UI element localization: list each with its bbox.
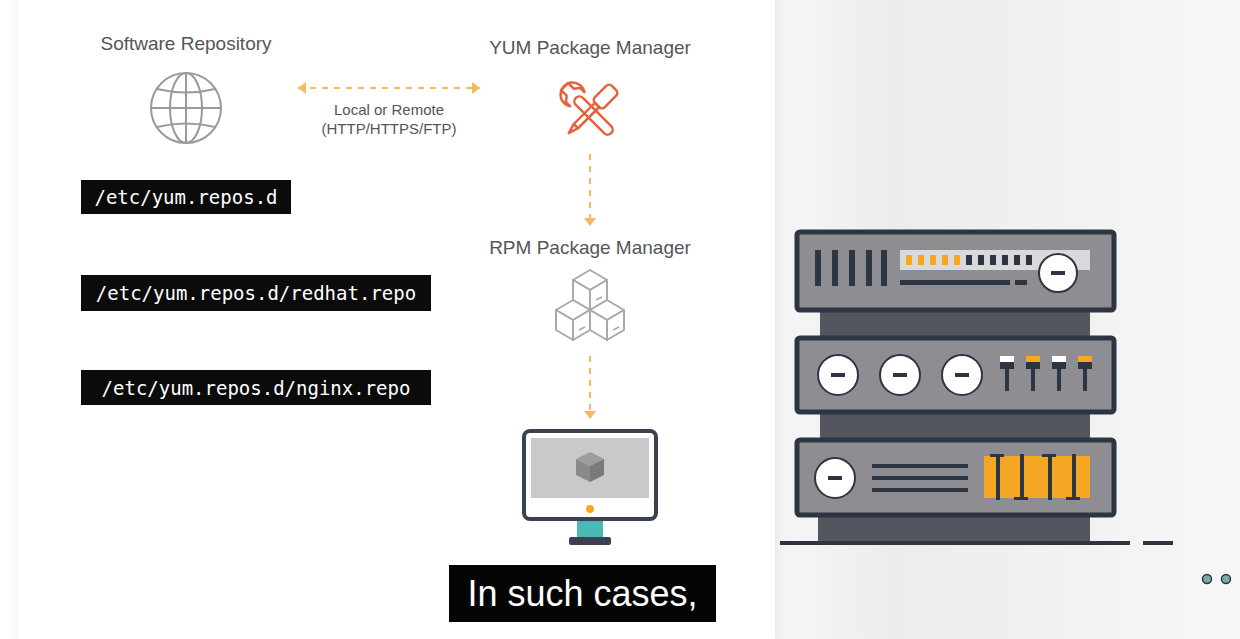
component-node: Software Repository xyxy=(82,32,290,148)
component-node: RPM Package Manager xyxy=(486,236,694,348)
subtitle-box: In such cases, xyxy=(449,565,716,622)
arrow-head xyxy=(472,82,480,94)
path-box: /etc/yum.repos.d/nginx.repo xyxy=(81,370,431,405)
component-heading: YUM Package Manager xyxy=(486,36,694,60)
arrow-head xyxy=(584,218,596,226)
file-path: /etc/yum.repos.d/nginx.repo xyxy=(102,377,411,399)
monitor-icon xyxy=(524,431,656,545)
path-box: /etc/yum.repos.d/redhat.repo xyxy=(81,275,431,311)
path-box: /etc/yum.repos.d xyxy=(81,180,291,214)
arrow-head xyxy=(298,82,306,94)
dashed-connector xyxy=(298,87,480,89)
component-heading: Software Repository xyxy=(82,32,290,56)
flow-arrow xyxy=(584,356,596,419)
server-rack xyxy=(780,232,1173,545)
component-heading: RPM Package Manager xyxy=(486,236,694,260)
package-icon xyxy=(556,270,624,340)
pager-dots xyxy=(1203,575,1231,584)
panel xyxy=(18,0,775,639)
component-node: YUM Package Manager xyxy=(486,36,694,148)
file-path: /etc/yum.repos.d/redhat.repo xyxy=(96,282,416,304)
connector-label: Local or Remote (HTTP/HTTPS/FTP) xyxy=(311,100,467,138)
file-path: /etc/yum.repos.d xyxy=(94,186,277,208)
tools-icon xyxy=(556,78,620,142)
subtitle-text: In such cases, xyxy=(467,573,697,615)
dashed-connector xyxy=(589,154,591,226)
globe-icon xyxy=(151,73,221,143)
